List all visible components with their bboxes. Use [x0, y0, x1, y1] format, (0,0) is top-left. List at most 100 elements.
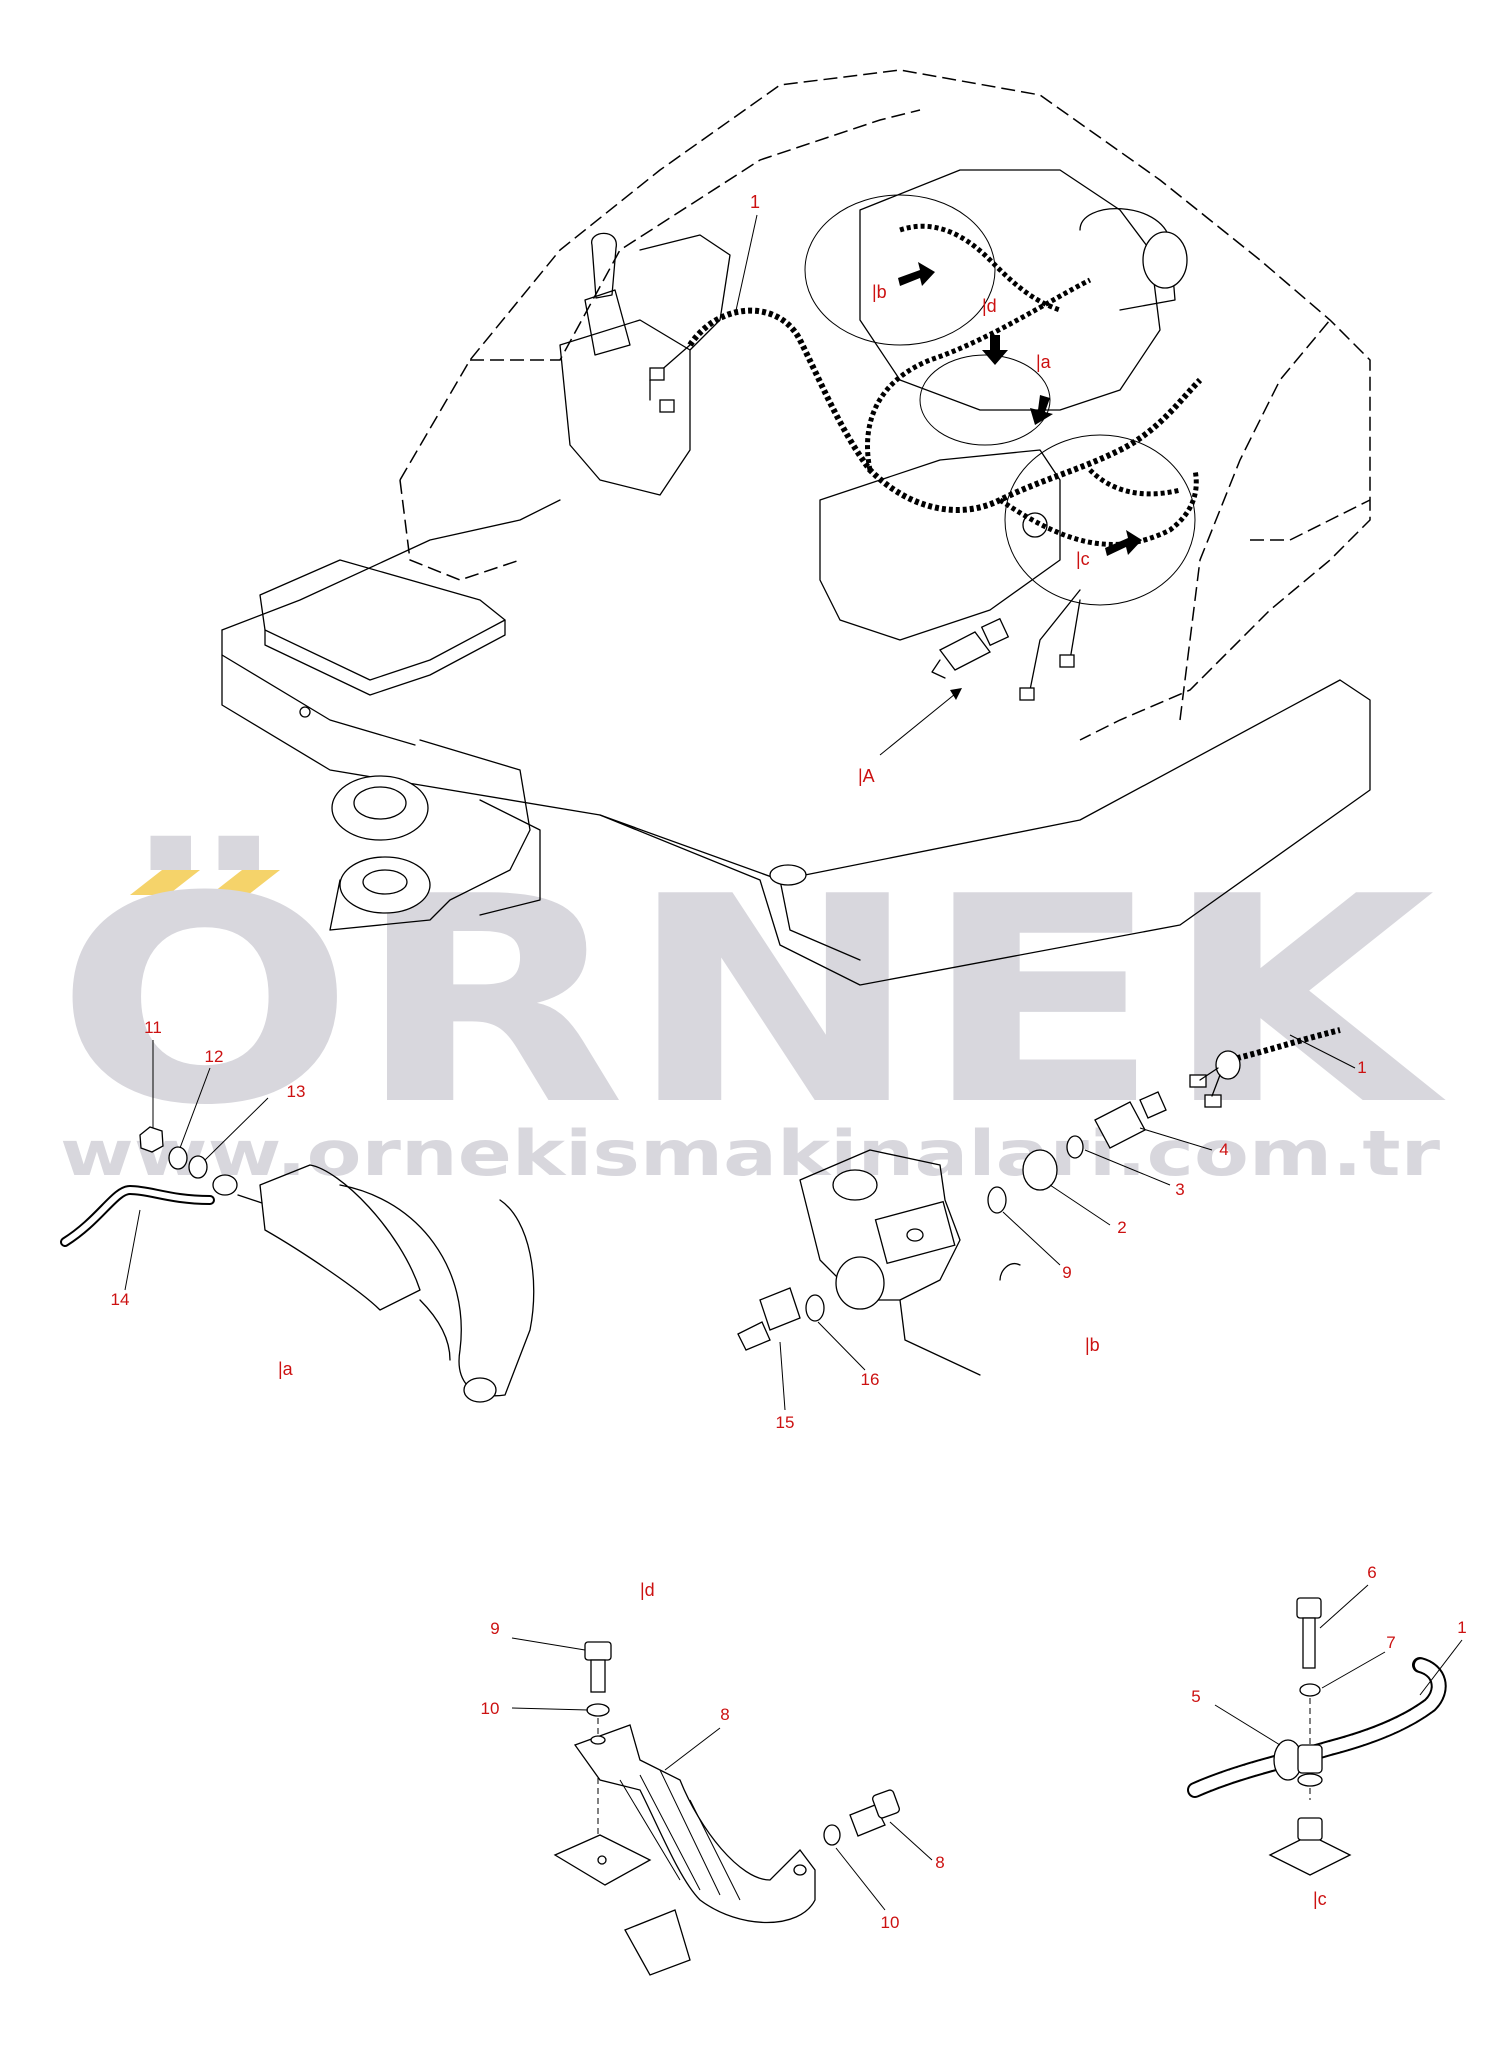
washer-10-right — [823, 1824, 841, 1846]
strap-hole-top — [590, 1735, 606, 1745]
watermark-accent-left — [130, 870, 200, 895]
leader-b-9 — [1002, 1211, 1061, 1266]
bolt-8-right — [849, 1804, 886, 1837]
callout-circle-a — [919, 354, 1051, 446]
label-b-1: 1 — [1357, 1058, 1366, 1077]
wire-harness-branch-4 — [998, 469, 1199, 547]
label-b-15: 15 — [776, 1413, 795, 1432]
label-overview-a: |a — [1036, 352, 1052, 372]
label-b-3: 3 — [1175, 1180, 1184, 1199]
harness-b-1 — [1229, 1027, 1341, 1063]
stud-a — [237, 1194, 263, 1204]
leader-b-4 — [1139, 1127, 1213, 1151]
cab-door-line — [1250, 499, 1371, 541]
section-label-b: |b — [1085, 1335, 1100, 1355]
fitting-2 — [1022, 1149, 1058, 1191]
detail-b: 1 4 3 2 9 16 15 |b — [737, 1027, 1367, 1432]
label-a-13: 13 — [287, 1082, 306, 1101]
detail-c: 6 7 1 5 |c — [1187, 1563, 1467, 1909]
pivot-bracket — [329, 739, 531, 931]
label-a-11: 11 — [144, 1018, 162, 1037]
engine-housing-a-2 — [419, 1299, 451, 1361]
label-c-5: 5 — [1191, 1687, 1200, 1706]
section-label-d: |d — [640, 1580, 655, 1600]
hydraulic-tank — [819, 449, 1061, 641]
detail-a: 11 12 13 14 |a — [60, 1018, 535, 1403]
cab-rear-edge — [399, 479, 521, 581]
label-d-8-right: 8 — [935, 1853, 944, 1872]
label-overview-harness: 1 — [750, 192, 760, 212]
rear-deck-pad-side — [264, 619, 506, 696]
wire-drop-2 — [1029, 589, 1081, 691]
watermark: ÖRNEK www.ornekismakinalari.com.tr — [55, 833, 1448, 1190]
connector-c-1 — [1019, 687, 1035, 701]
pressure-switch-A-plug — [980, 617, 1010, 647]
air-cleaner-cap — [1022, 512, 1048, 538]
rear-deck-pad — [259, 559, 506, 681]
wire-b-1 — [1199, 1067, 1221, 1097]
ground-plate-bottom — [624, 1909, 691, 1976]
joystick-armrest — [639, 234, 731, 351]
washer-13 — [188, 1155, 208, 1179]
switch-4-plug — [1139, 1091, 1167, 1119]
cab-outline — [399, 69, 1371, 741]
overview-machine-drawing — [221, 69, 1371, 986]
leader-b-16 — [817, 1321, 866, 1371]
leader-d-8-top — [664, 1727, 721, 1771]
engine-housing-a — [339, 1184, 535, 1397]
wire-harness-branch-2 — [899, 223, 1061, 313]
overview-labels: 1 |b |d |a |c |A — [750, 192, 1090, 786]
pivot-boss-hole — [353, 786, 407, 820]
section-label-c: |c — [1313, 1889, 1327, 1909]
valve-pipe — [899, 1299, 981, 1376]
watermark-website: www.ornekismakinalari.com.tr — [60, 1117, 1441, 1190]
washer-12 — [168, 1146, 188, 1170]
washer-16 — [805, 1294, 825, 1322]
connector-b-1a — [1189, 1074, 1207, 1088]
leader-b-1 — [1289, 1034, 1356, 1069]
cab-inner-outline — [470, 109, 921, 361]
bolt-6-head — [1296, 1597, 1322, 1619]
joystick-console — [559, 319, 691, 496]
connector-console-1 — [649, 367, 665, 381]
arrow-a1 — [982, 335, 1008, 365]
detail-d: |d 9 10 8 8 10 — [481, 1580, 945, 1976]
leader-b-2 — [1049, 1184, 1111, 1226]
valve-port-flange — [906, 1228, 924, 1242]
filter-canister — [259, 1164, 421, 1311]
deck-hole — [769, 864, 807, 886]
leader-d-10-top — [511, 1707, 589, 1711]
washer-9 — [987, 1186, 1007, 1214]
engine-filter — [1142, 231, 1188, 289]
terminal-14 — [212, 1174, 238, 1196]
leader-harness-1 — [734, 214, 758, 316]
arrow-a2 — [1030, 395, 1053, 425]
joystick-grip — [591, 232, 617, 299]
label-b-4: 4 — [1219, 1140, 1228, 1159]
connector-c-2 — [1059, 654, 1075, 668]
label-d-10-bottom: 10 — [881, 1913, 900, 1932]
connector-console-2 — [659, 399, 675, 413]
ground-strap-8 — [573, 1724, 816, 1924]
bolt-9-shank — [590, 1659, 606, 1693]
connector-b-1b — [1204, 1094, 1222, 1108]
leader-c-6 — [1319, 1584, 1369, 1629]
wire-harness-main — [687, 307, 1203, 513]
bolt-9-head — [584, 1641, 612, 1661]
label-d-10-top: 10 — [481, 1699, 500, 1718]
leader-A-head — [950, 688, 962, 700]
label-c-6: 6 — [1367, 1563, 1376, 1582]
wire-harness-branch-3 — [1088, 468, 1181, 497]
valve-port-top — [832, 1169, 878, 1201]
arrow-b — [898, 262, 935, 286]
label-b-9: 9 — [1062, 1263, 1071, 1282]
valve-pipe-2 — [999, 1263, 1021, 1281]
leader-14 — [124, 1209, 141, 1291]
wire-drop-3 — [1069, 599, 1081, 661]
clamp-5-body — [1297, 1744, 1323, 1774]
label-overview-b: |b — [872, 282, 887, 302]
frame-bolt-hole — [299, 706, 311, 718]
section-label-A: |A — [858, 766, 875, 786]
label-c-7: 7 — [1386, 1633, 1395, 1652]
leader-A — [879, 689, 961, 756]
